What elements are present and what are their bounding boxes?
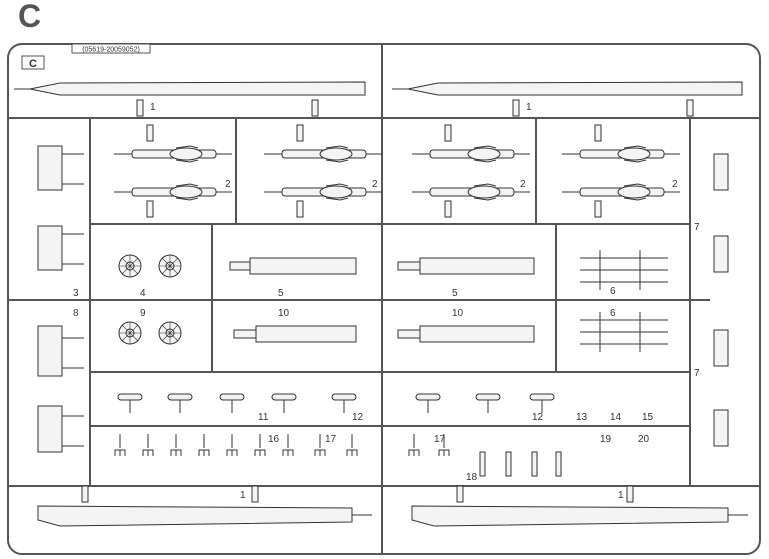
part-number-2d: 2: [672, 179, 678, 190]
part-number-1a: 1: [150, 102, 156, 113]
mounts-row: [117, 393, 555, 414]
part-number-10b: 10: [452, 308, 464, 319]
missile-pair-1: [113, 124, 233, 218]
missile-pair-2: [263, 124, 383, 218]
right-side-parts: [713, 153, 729, 447]
part-number-20: 20: [638, 434, 650, 445]
missile-pair-4: [561, 124, 681, 218]
pods: [229, 257, 535, 343]
rotor-blade-top-right: [392, 81, 743, 117]
part-number-16: 16: [268, 434, 280, 445]
part-number-1c: 1: [240, 490, 246, 501]
part-number-15: 15: [642, 412, 654, 423]
part-number-6b: 6: [610, 308, 616, 319]
antennas: [479, 451, 562, 477]
part-number-2a: 2: [225, 179, 231, 190]
forks-row: [114, 433, 450, 457]
part-number-3: 3: [73, 288, 79, 299]
missile-pair-3: [411, 124, 531, 218]
part-number-2b: 2: [372, 179, 378, 190]
part-number-1d: 1: [618, 490, 624, 501]
part-number-11: 11: [258, 412, 269, 423]
part-number-17b: 17: [434, 434, 446, 445]
rotor-blade-bottom-left: [37, 485, 372, 527]
part-number-12b: 12: [532, 412, 544, 423]
part-number-8: 8: [73, 308, 79, 319]
part-number-10a: 10: [278, 308, 290, 319]
part-number-6a: 6: [610, 286, 616, 297]
part-number-5b: 5: [452, 288, 458, 299]
rotor-blade-bottom-right: [411, 485, 748, 527]
corner-tag: C: [29, 58, 37, 70]
corner-tag-box: [21, 55, 45, 70]
rotor-blade-top-left: [14, 81, 366, 117]
part-number-5a: 5: [278, 288, 284, 299]
part-number-12a: 12: [352, 412, 364, 423]
part-number-9: 9: [140, 308, 146, 319]
part-number-2c: 2: [520, 179, 526, 190]
part-number-4: 4: [140, 288, 146, 299]
sprue-letter-title: C: [18, 0, 42, 34]
part-number-18: 18: [466, 472, 478, 483]
frame-code: (05619-20059052): [82, 47, 140, 54]
left-box-parts: [37, 145, 84, 453]
part-number-1b: 1: [526, 102, 532, 113]
part-number-13: 13: [576, 412, 588, 423]
part-number-17a: 17: [325, 434, 337, 445]
sprue-frame: [7, 43, 761, 555]
frame-code-box: [71, 43, 151, 54]
part-number-7b: 7: [694, 368, 700, 379]
rails: [580, 250, 668, 352]
part-number-19: 19: [600, 434, 612, 445]
part-number-7a: 7: [694, 222, 700, 233]
part-number-14: 14: [610, 412, 622, 423]
